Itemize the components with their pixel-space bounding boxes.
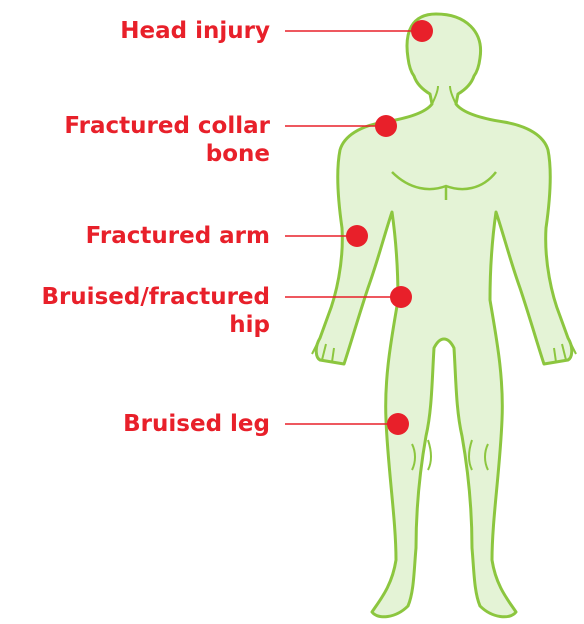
injury-marker-arm [346,225,368,247]
body-silhouette [312,14,576,617]
pointer-leg [285,413,409,435]
label-line: Bruised/fractured [41,283,270,311]
label-line: bone [64,140,270,168]
pointer-arm [285,225,368,247]
label-fractured-collar-bone: Fractured collar bone [64,112,270,168]
label-fractured-arm: Fractured arm [86,222,270,250]
label-head-injury: Head injury [120,17,270,45]
pointer-collar [285,115,397,137]
label-line: hip [41,311,270,339]
label-line: Head injury [120,17,270,45]
label-line: Bruised leg [123,410,270,438]
label-line: Fractured arm [86,222,270,250]
injury-marker-collar-bone [375,115,397,137]
label-line: Fractured collar [64,112,270,140]
label-bruised-fractured-hip: Bruised/fractured hip [41,283,270,339]
label-bruised-leg: Bruised leg [123,410,270,438]
injury-marker-leg [387,413,409,435]
injury-marker-hip [390,286,412,308]
injury-marker-head [411,20,433,42]
